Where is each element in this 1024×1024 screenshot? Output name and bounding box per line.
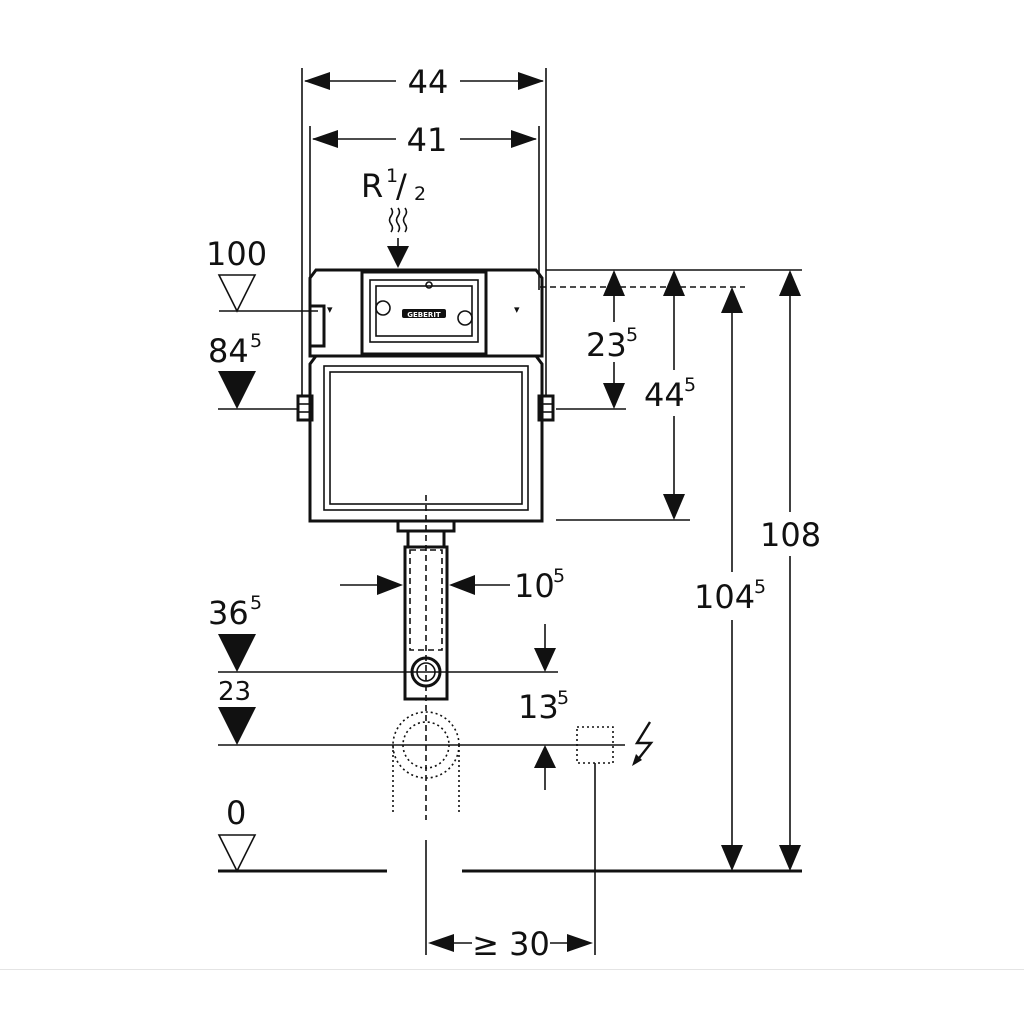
label-level-36-main: 36 — [208, 594, 249, 632]
label-connection-slash: / — [396, 167, 407, 205]
geberit-logo — [402, 309, 446, 318]
open-level-triangle-icon — [217, 274, 257, 313]
filled-level-triangle-icon — [218, 634, 256, 672]
label-pipe-width-sup: 5 — [553, 565, 565, 587]
level-100: 100 — [206, 235, 318, 313]
dimension-height-23: 23 5 — [586, 270, 638, 409]
dimension-height-44: 44 5 — [644, 270, 696, 520]
label-offset-sup: 5 — [557, 687, 569, 709]
label-level-100: 100 — [206, 235, 267, 273]
label-connection-main: R — [361, 167, 383, 205]
footer-divider — [0, 969, 1024, 970]
level-0: 0 — [217, 794, 802, 873]
lightning-icon — [632, 721, 654, 766]
level-36: 36 5 — [208, 592, 558, 673]
level-84: 84 5 — [208, 330, 298, 410]
label-height-44-main: 44 — [644, 376, 685, 414]
label-width-inner: 41 — [407, 121, 448, 159]
filled-level-triangle-icon — [218, 707, 256, 745]
label-offset-main: 13 — [518, 688, 559, 726]
electrical-box — [576, 721, 654, 955]
dimension-offset: 13 5 — [518, 624, 569, 790]
label-connection-sup: 1 — [386, 165, 398, 187]
level-23: 23 — [218, 677, 625, 746]
label-connection-sub: 2 — [414, 183, 426, 205]
label-height-108: 108 — [760, 516, 821, 554]
label-pipe-width-main: 10 — [514, 567, 555, 605]
dimension-height-104: 104 5 — [694, 287, 766, 871]
dimension-width-outer: 44 — [301, 63, 547, 395]
label-distance: ≥ 30 — [472, 925, 550, 963]
filled-level-triangle-icon — [218, 371, 256, 409]
label-level-0: 0 — [226, 794, 246, 832]
label-height-104-main: 104 — [694, 578, 755, 616]
housing-marker-right: ▾ — [514, 303, 520, 316]
dimension-pipe-width: 10 5 — [340, 565, 565, 605]
label-width-outer: 44 — [408, 63, 449, 101]
dimension-distance: ≥ 30 — [425, 840, 593, 963]
water-wave-icon — [388, 207, 408, 233]
label-level-84-sup: 5 — [250, 330, 262, 352]
housing-marker-left: ▾ — [327, 303, 333, 316]
dimension-height-108: 108 — [760, 270, 821, 871]
dimension-width-inner: 41 — [309, 121, 540, 300]
open-level-triangle-icon — [217, 834, 257, 873]
water-connection: R 1 / 2 — [361, 165, 426, 268]
label-height-23-main: 23 — [586, 326, 627, 364]
label-height-44-sup: 5 — [684, 374, 696, 396]
cistern: GEBERIT ▾ ▾ — [296, 268, 555, 820]
label-level-23: 23 — [218, 677, 251, 707]
label-height-104-sup: 5 — [754, 576, 766, 598]
logo-text: GEBERIT — [407, 311, 441, 319]
label-level-84-main: 84 — [208, 332, 249, 370]
label-level-36-sup: 5 — [250, 592, 262, 614]
label-height-23-sup: 5 — [626, 324, 638, 346]
